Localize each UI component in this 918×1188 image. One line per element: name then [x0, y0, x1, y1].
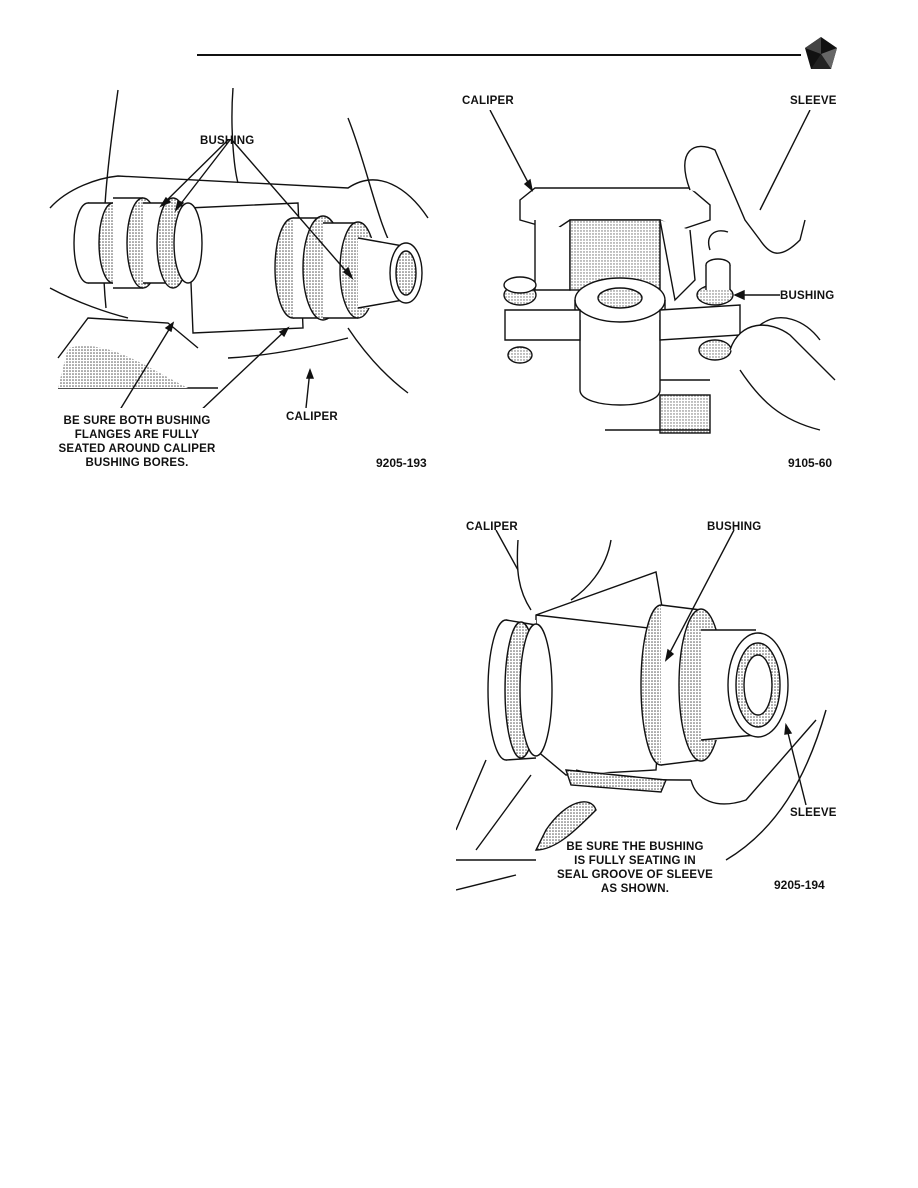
fig1-number: 9205-193 [376, 456, 427, 470]
fig1-note-line: BE SURE BOTH BUSHING [63, 415, 211, 427]
fig1-note-line: FLANGES ARE FULLY [74, 429, 200, 441]
fig3-bushing-label: BUSHING [707, 521, 762, 533]
fig1-note-line: SEATED AROUND CALIPER [58, 443, 216, 455]
figure-1-bushing-bores-illustration [49, 88, 429, 408]
fig2-bushing-label: BUSHING [780, 290, 835, 302]
fig1-bushing-label: BUSHING [200, 135, 255, 147]
fig2-caliper-label: CALIPER [462, 95, 514, 107]
header-rule [197, 54, 801, 56]
fig2-number: 9105-60 [788, 456, 833, 470]
fig1-note-line: BUSHING BORES. [85, 457, 189, 469]
fig3-caliper-label: CALIPER [466, 521, 518, 533]
fig2-sleeve-label: SLEEVE [790, 95, 837, 107]
fig3-number: 9205-194 [774, 878, 825, 892]
fig3-note: BE SURE THE BUSHING IS FULLY SEATING IN … [540, 840, 730, 896]
figure-3-bushing-seal-groove-illustration [456, 530, 827, 891]
fig3-note-line: SEAL GROOVE OF SLEEVE [556, 869, 714, 881]
fig3-note-line: BE SURE THE BUSHING [566, 841, 704, 853]
fig1-caliper-label: CALIPER [286, 411, 338, 423]
fig3-sleeve-label: SLEEVE [790, 807, 837, 819]
figure-2-sleeve-installation-illustration [489, 110, 836, 434]
fig3-note-line: IS FULLY SEATING IN [574, 855, 696, 867]
pentastar-logo-icon [805, 37, 837, 69]
fig3-note-line: AS SHOWN. [600, 883, 670, 895]
fig1-note: BE SURE BOTH BUSHING FLANGES ARE FULLY S… [52, 414, 222, 470]
